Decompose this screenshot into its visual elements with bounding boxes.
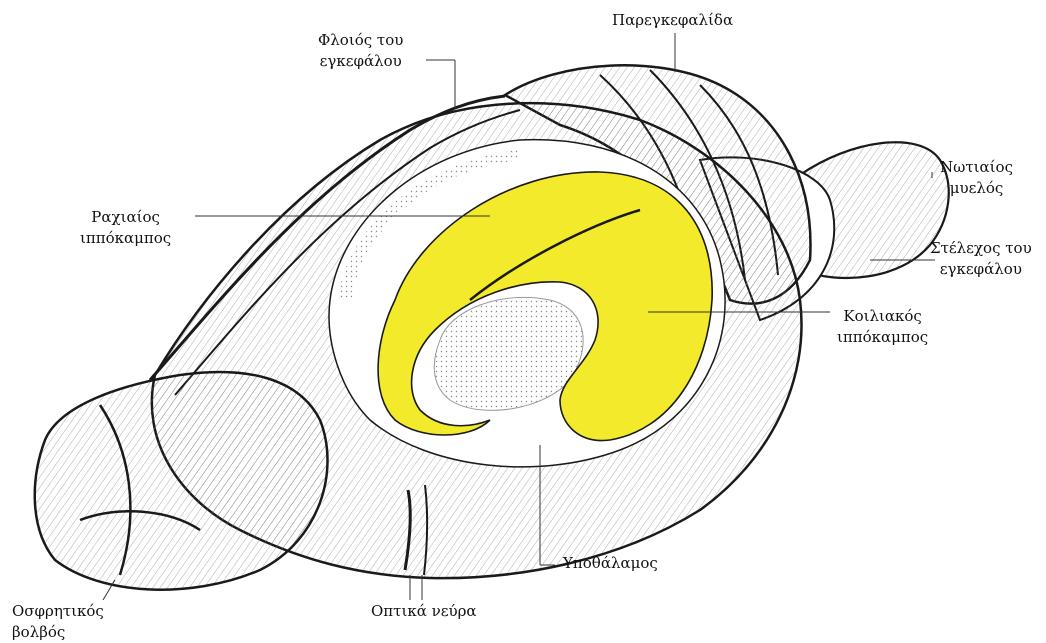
label-ventral-hippocampus: Κοιλιακός ιππόκαμπος	[837, 306, 928, 348]
label-cerebellum: Παρεγκεφαλίδα	[612, 10, 733, 31]
label-brainstem: Στέλεχος του εγκεφάλου	[930, 238, 1032, 280]
label-olfactory-bulb: Οσφρητικός βολβός	[12, 601, 104, 643]
label-dorsal-hippocampus: Ραχιαίος ιππόκαμπος	[80, 207, 171, 249]
label-hypothalamus: Υποθάλαμος	[563, 553, 658, 574]
label-cortex: Φλοιός του εγκεφάλου	[318, 30, 403, 72]
olfactory-bulb-shape	[35, 372, 328, 590]
label-optic-nerves: Οπτικά νεύρα	[371, 601, 477, 622]
label-spinal-cord: Νωτιαίος μυελός	[940, 157, 1013, 199]
